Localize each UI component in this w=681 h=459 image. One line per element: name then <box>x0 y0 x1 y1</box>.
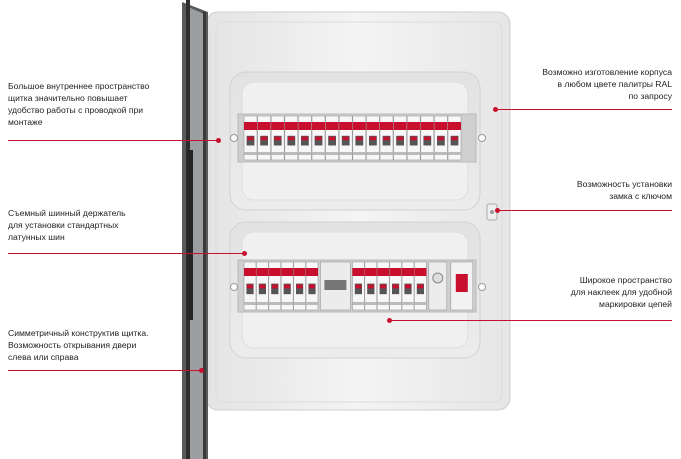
callout-bus-holder: Съемный шинный держатель для установки с… <box>8 208 126 242</box>
callout-lock: Возможность установки замка с ключом <box>576 179 672 201</box>
circuit-breaker <box>257 115 271 161</box>
relay-module <box>428 261 448 311</box>
lower-breakers <box>243 261 474 311</box>
callout-ral-color: Возможно изготовление корпуса в любом цв… <box>542 67 672 101</box>
circuit-breaker <box>379 115 394 161</box>
marker-symmetric <box>199 368 204 373</box>
circuit-breaker <box>243 261 257 311</box>
leader-lock <box>498 210 672 211</box>
circuit-breaker <box>364 261 378 311</box>
marker-bus-holder <box>242 251 247 256</box>
leader-inner-space <box>8 140 218 141</box>
circuit-breaker <box>414 261 427 311</box>
marker-ral-color <box>493 107 498 112</box>
circuit-breaker <box>352 115 367 161</box>
circuit-breaker <box>305 261 319 311</box>
leader-symmetric <box>8 370 202 371</box>
main-switch <box>450 261 474 311</box>
circuit-breaker <box>401 261 415 311</box>
rcd-module <box>320 261 351 311</box>
marker-labels-space <box>387 318 392 323</box>
leader-ral-color <box>496 109 672 110</box>
circuit-breaker <box>338 115 353 161</box>
upper-breakers <box>243 115 462 161</box>
circuit-breaker <box>270 115 285 161</box>
door-hinge <box>187 150 193 320</box>
callout-labels-space: Широкое пространство для наклеек для удо… <box>570 275 672 309</box>
circuit-breaker <box>434 115 448 161</box>
circuit-breaker <box>366 115 380 161</box>
circuit-breaker <box>447 115 462 161</box>
circuit-breaker <box>389 261 402 311</box>
circuit-breaker <box>268 261 282 311</box>
circuit-breaker <box>280 261 294 311</box>
marker-inner-space <box>216 138 221 143</box>
circuit-breaker <box>393 115 407 161</box>
circuit-breaker <box>420 115 435 161</box>
circuit-breaker <box>298 115 312 161</box>
circuit-breaker <box>311 115 326 161</box>
callout-inner-space: Большое внутреннее пространство щитка зн… <box>8 81 150 127</box>
circuit-breaker <box>406 115 421 161</box>
marker-lock <box>495 208 500 213</box>
circuit-breaker <box>325 115 339 161</box>
leader-labels-space <box>390 320 672 321</box>
circuit-breaker <box>243 115 258 161</box>
leader-bus-holder <box>8 253 244 254</box>
circuit-breaker <box>352 261 365 311</box>
circuit-breaker <box>293 261 306 311</box>
callout-symmetric: Симметричный конструктив щитка. Возможно… <box>8 328 149 362</box>
circuit-breaker <box>284 115 299 161</box>
circuit-breaker <box>256 261 269 311</box>
circuit-breaker <box>376 261 390 311</box>
